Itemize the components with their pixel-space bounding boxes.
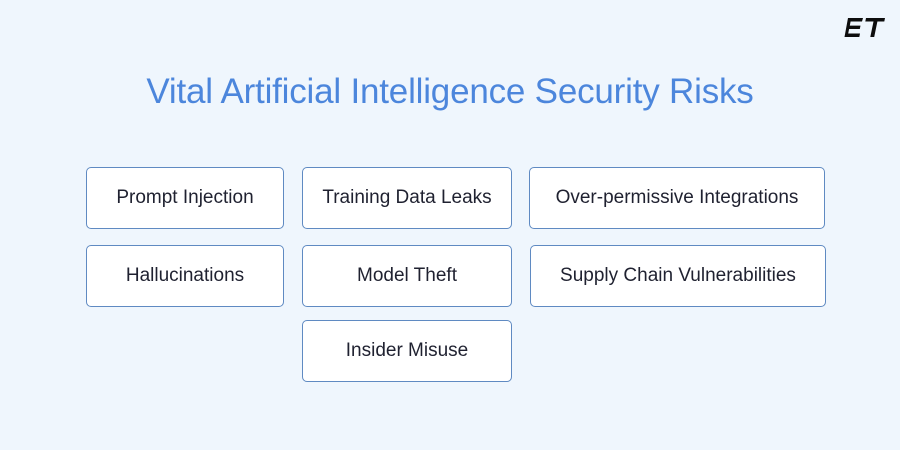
risk-card-prompt-injection: Prompt Injection	[86, 167, 284, 229]
risk-label: Over-permissive Integrations	[555, 187, 799, 208]
risk-label: Model Theft	[357, 265, 457, 286]
risk-card-hallucinations: Hallucinations	[86, 245, 284, 307]
risk-label: Hallucinations	[125, 265, 245, 286]
risk-label: Supply Chain Vulnerabilities	[560, 265, 796, 286]
risk-card-over-permissive-integrations: Over-permissive Integrations	[529, 167, 825, 229]
risk-label: Training Data Leaks	[322, 187, 492, 208]
risk-card-training-data-leaks: Training Data Leaks	[302, 167, 512, 229]
risk-card-insider-misuse: Insider Misuse	[302, 320, 512, 382]
risk-label: Insider Misuse	[345, 340, 469, 361]
et-logo-icon	[842, 14, 888, 42]
risk-label: Prompt Injection	[116, 187, 254, 208]
risk-card-supply-chain-vulnerabilities: Supply Chain Vulnerabilities	[530, 245, 826, 307]
risk-card-model-theft: Model Theft	[302, 245, 512, 307]
page-title: Vital Artificial Intelligence Security R…	[146, 72, 754, 111]
